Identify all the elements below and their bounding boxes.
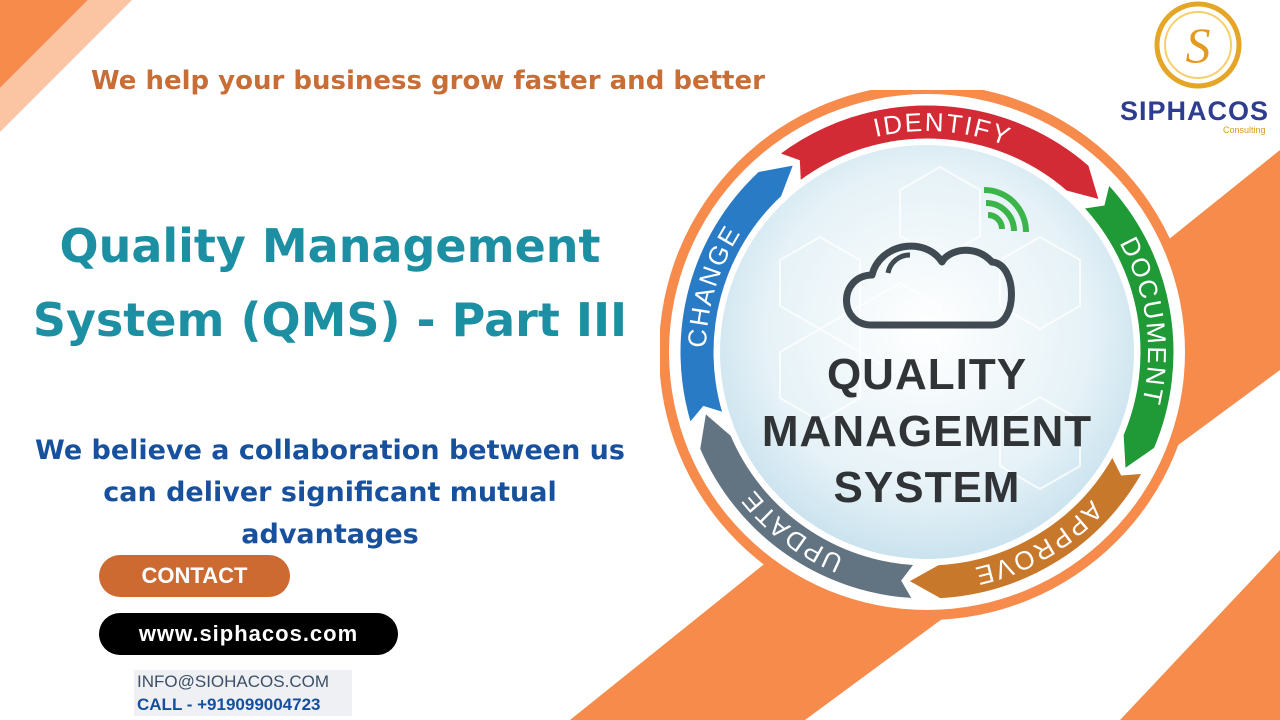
center-title-line: QUALITY <box>827 350 1027 399</box>
website-link[interactable]: www.siphacos.com <box>99 613 398 655</box>
page-title: Quality Management System (QMS) - Part I… <box>32 219 628 347</box>
center-title-line: SYSTEM <box>834 463 1021 512</box>
center-disc <box>714 139 1140 565</box>
top-left-corner-edge <box>0 0 132 132</box>
contact-info-box: INFO@SIOHACOS.COM CALL - +919099004723 <box>134 670 352 716</box>
center-title-line: MANAGEMENT <box>762 407 1092 456</box>
logo-ring <box>1154 1 1242 89</box>
email-text[interactable]: INFO@SIOHACOS.COM <box>137 672 329 691</box>
logo-name: SIPHACOS <box>1120 96 1270 126</box>
logo-ring-inner <box>1164 11 1232 79</box>
bottom-right-diagonal-band <box>1120 550 1280 720</box>
center-title: QUALITY MANAGEMENT SYSTEM <box>762 350 1092 512</box>
cloud-wifi-icon <box>843 187 1029 329</box>
phone-text[interactable]: CALL - +919099004723 <box>137 695 321 714</box>
tagline: We help your business grow faster and be… <box>91 66 765 96</box>
collaboration-statement: We believe a collaboration between us ca… <box>35 435 625 550</box>
contact-button[interactable]: CONTACT <box>99 555 290 597</box>
siphacos-logo: S <box>1154 1 1242 89</box>
hexagon-pattern <box>779 165 1081 491</box>
logo-monogram: S <box>1186 17 1211 73</box>
logo-subtitle: Consulting <box>1223 125 1266 135</box>
